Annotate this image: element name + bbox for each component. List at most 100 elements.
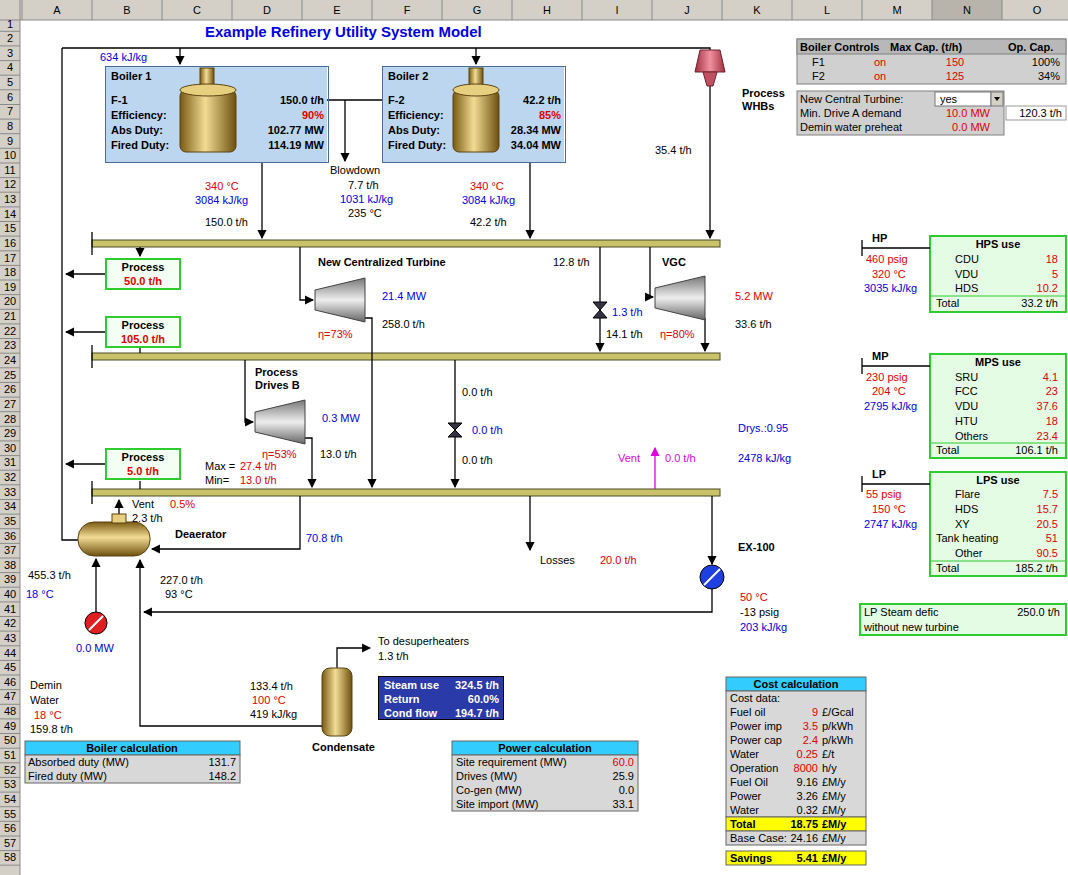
pipe xyxy=(62,48,710,50)
text-label: D xyxy=(263,4,271,17)
steam-header xyxy=(92,240,720,496)
text-label: 3084 kJ/kg xyxy=(195,194,248,207)
text-label: Total xyxy=(936,562,959,575)
text-label: 21.4 MW xyxy=(382,290,426,303)
text-label: 148.2 xyxy=(208,770,236,783)
panels xyxy=(797,39,1066,84)
text-label: 455.3 t/h xyxy=(28,569,71,582)
pipe xyxy=(862,240,930,492)
text-label: Return xyxy=(384,693,419,706)
pipe xyxy=(95,559,96,612)
text-label: Drys.:0.95 xyxy=(738,422,788,435)
panels xyxy=(452,741,638,755)
text-label: Tank heating xyxy=(936,532,998,545)
pipe xyxy=(475,48,476,64)
text-label: LPS use xyxy=(976,474,1019,487)
text-label: 24.16 xyxy=(790,832,818,845)
text-label: Co-gen (MW) xyxy=(456,784,522,797)
text-label: 27.4 t/h xyxy=(240,460,277,473)
text-label: 3.26 xyxy=(797,790,818,803)
text-label: F-1 xyxy=(111,94,128,107)
text-label: Losses xyxy=(540,554,575,567)
panels xyxy=(935,92,991,106)
process-box: Process105.0 t/h xyxy=(105,316,181,348)
text-label: 18 xyxy=(1046,253,1058,266)
text-label: 90% xyxy=(302,109,324,122)
text-label: CDU xyxy=(955,253,979,266)
text-label: VGC xyxy=(662,256,686,269)
text-label: 17 xyxy=(4,252,16,265)
text-label: 28.34 MW xyxy=(511,124,561,137)
panels xyxy=(797,91,1004,135)
text-label: £/Gcal xyxy=(822,706,854,719)
text-label: 106.1 t/h xyxy=(1015,444,1058,457)
text-label: 0.0 t/h xyxy=(462,454,493,467)
pipe xyxy=(650,247,653,297)
text-label: Fuel oil xyxy=(730,706,765,719)
text-label: 204 °C xyxy=(872,385,906,398)
text-label: 37.6 xyxy=(1037,400,1058,413)
text-label: 100% xyxy=(1032,56,1060,69)
text-label: 125 xyxy=(946,70,964,83)
text-label: 20.0 t/h xyxy=(600,554,637,567)
pipe xyxy=(300,247,313,300)
text-label: 51 xyxy=(1046,532,1058,545)
text-label: LP Steam defic xyxy=(864,606,938,619)
steam-header xyxy=(92,240,720,247)
pipe xyxy=(144,589,712,612)
text-label: 24 xyxy=(4,354,16,367)
equipment xyxy=(85,612,107,634)
pipe xyxy=(454,437,455,487)
text-label: £/t xyxy=(822,748,834,761)
text-label: F-2 xyxy=(388,94,405,107)
text-label: Blowdown xyxy=(330,164,380,177)
text-label: 10 xyxy=(4,149,16,162)
text-label: Efficiency: xyxy=(111,109,167,122)
text-label: η=53% xyxy=(262,448,297,461)
equipment xyxy=(89,616,103,630)
equipment xyxy=(453,84,499,96)
text-label: F2 xyxy=(812,70,825,83)
text-label: Fired Duty: xyxy=(388,139,446,152)
pipe xyxy=(599,247,600,302)
text-label: 12.8 t/h xyxy=(553,256,590,269)
text-label: Demin xyxy=(30,679,62,692)
panels xyxy=(726,817,866,831)
text-label: 3084 kJ/kg xyxy=(462,194,515,207)
text-label: 105.0 t/h xyxy=(121,333,165,346)
text-label: Boiler 2 xyxy=(388,70,428,83)
text-label: 2 xyxy=(7,32,13,45)
text-label: 4.1 xyxy=(1043,371,1058,384)
text-label: Efficiency: xyxy=(388,109,444,122)
text-label: p/kWh xyxy=(822,734,853,747)
text-label: 35.4 t/h xyxy=(655,144,692,157)
text-label: 23 xyxy=(1046,385,1058,398)
text-label: 131.7 xyxy=(208,756,236,769)
pipe xyxy=(305,438,312,487)
text-label: C xyxy=(193,4,201,17)
text-label: 14 xyxy=(4,208,16,221)
text-label: Vent xyxy=(132,498,154,511)
text-label: H xyxy=(543,4,551,17)
pipe xyxy=(66,331,105,332)
text-label: Total xyxy=(936,297,959,310)
text-label: 159.8 t/h xyxy=(30,723,73,736)
steam-header xyxy=(92,489,720,496)
text-label: VDU xyxy=(955,268,978,281)
pipe xyxy=(529,496,530,550)
pipe xyxy=(179,48,180,64)
text-label: Power imp xyxy=(730,720,782,733)
text-label: 150 °C xyxy=(872,503,906,516)
text-label: 250.0 t/h xyxy=(1017,606,1060,619)
text-label: 235 °C xyxy=(348,207,382,220)
text-label: 23 xyxy=(4,339,16,352)
text-label: I xyxy=(615,4,618,17)
pipe xyxy=(529,163,530,238)
text-label: £M/y xyxy=(822,832,846,845)
text-label: Fuel Oil xyxy=(730,776,768,789)
text-label: η=73% xyxy=(318,328,353,341)
text-label: £M/y xyxy=(822,818,846,831)
text-label: 35 xyxy=(4,515,16,528)
text-label: on xyxy=(874,56,886,69)
